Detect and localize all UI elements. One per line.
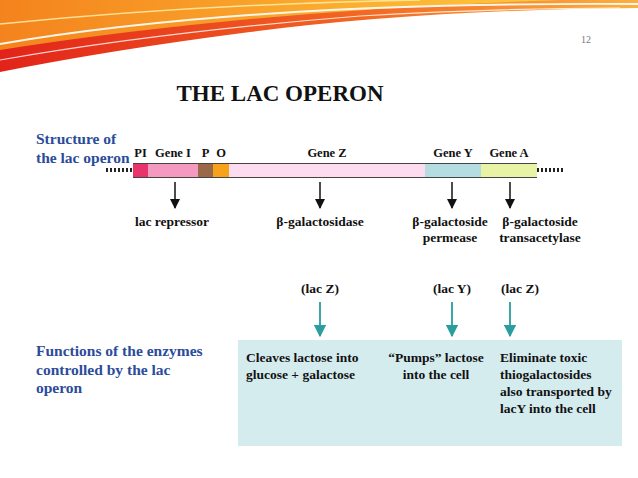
gene-segment: Gene Y	[425, 163, 481, 178]
promoter-segment: P	[198, 163, 213, 178]
segment-label: Gene A	[489, 146, 528, 161]
function-arrow	[509, 302, 511, 336]
dna-continuation	[537, 168, 563, 172]
segment-label: Gene Z	[307, 146, 346, 161]
gene-product: β-galactoside permease	[401, 214, 499, 246]
header-swoosh	[0, 0, 560, 50]
gene-product: β-galactoside transacetylase	[490, 214, 590, 246]
segment-label: Gene Y	[433, 146, 472, 161]
gene-product-arrow	[174, 182, 176, 208]
header-swoosh	[0, 0, 638, 72]
operator-segment: O	[213, 163, 229, 178]
section-heading: Structure of the lac operon	[36, 130, 130, 167]
gene-product: lac repressor	[112, 214, 232, 230]
gene-segment: Gene Z	[229, 163, 425, 178]
gene-name: (lac Y)	[417, 281, 487, 297]
function-text: Cleaves lactose into glucose + galactose	[246, 350, 378, 384]
gene-name: (lac Z)	[490, 281, 550, 297]
slide-title: THE LAC OPERON	[150, 80, 410, 108]
gene-name: (lac Z)	[285, 281, 355, 297]
gene-segment: Gene A	[481, 163, 537, 178]
dna-continuation	[106, 168, 133, 172]
segment-label: PI	[134, 146, 147, 161]
gene-product-arrow	[509, 182, 511, 208]
header-swoosh-line	[0, 0, 420, 24]
function-arrow	[319, 302, 321, 336]
function-arrow	[451, 302, 453, 336]
gene-segment: Gene I	[148, 163, 198, 178]
segment-label: O	[216, 146, 226, 161]
page-number: 12	[566, 34, 606, 46]
header-swoosh-line	[0, 4, 638, 44]
section-heading: Functions of the enzymes controlled by t…	[36, 342, 216, 398]
function-text: Eliminate toxic thiogalactosides also tr…	[500, 350, 616, 418]
function-text: “Pumps” lactose into the cell	[384, 350, 488, 384]
gene-product: β-galactosidase	[255, 214, 385, 230]
gene-product-arrow	[451, 182, 453, 208]
function-panel: Cleaves lactose into glucose + galactose…	[238, 340, 622, 446]
promoter-segment: PI	[133, 163, 148, 178]
segment-label: Gene I	[155, 146, 191, 161]
gene-product-arrow	[319, 182, 321, 208]
segment-label: P	[202, 146, 210, 161]
